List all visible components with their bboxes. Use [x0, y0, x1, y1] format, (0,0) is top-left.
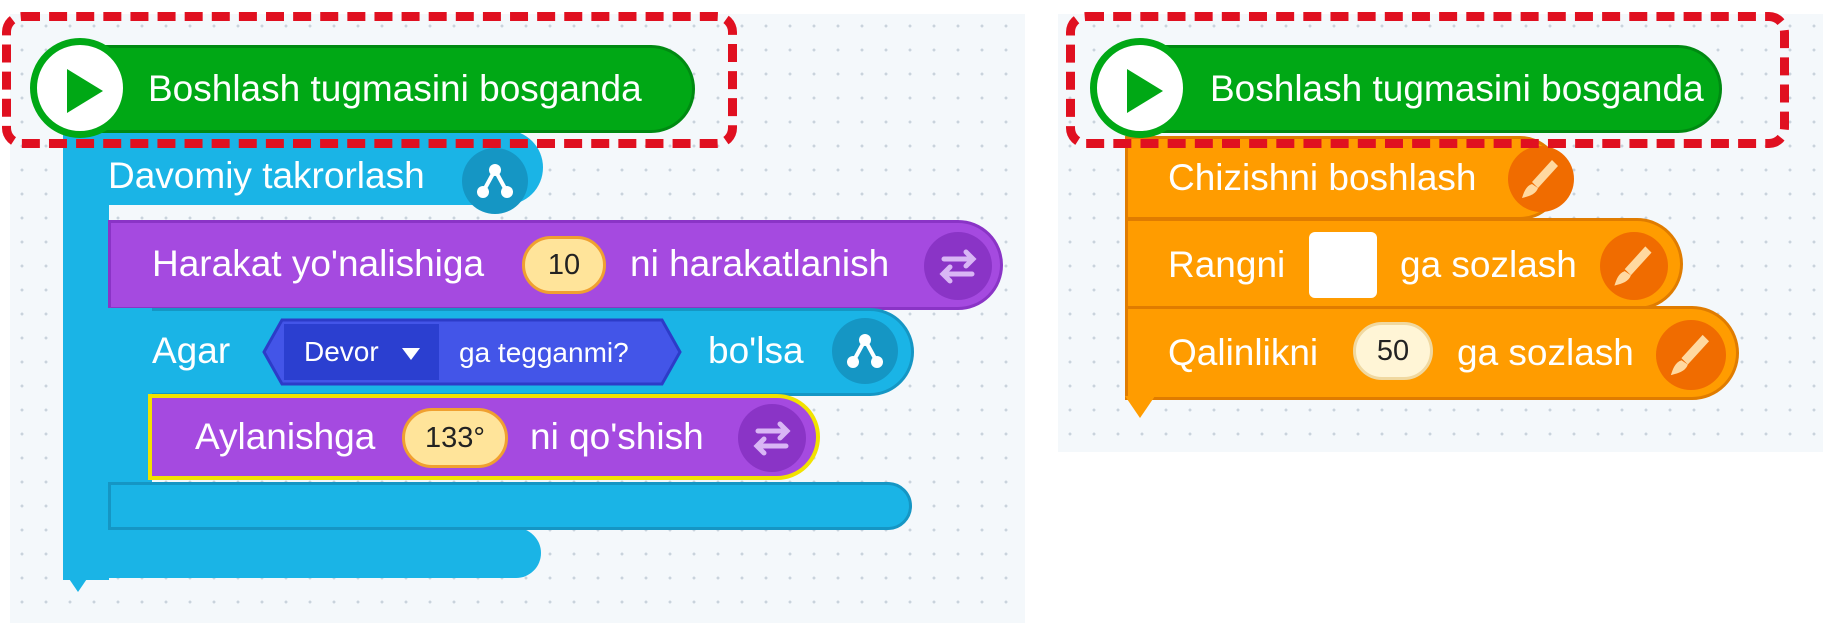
start-hat-label: Boshlash tugmasini bosganda: [1210, 68, 1704, 109]
move-label-suffix: ni harakatlanish: [630, 243, 890, 284]
color-swatch[interactable]: [1309, 232, 1377, 298]
if-foot: [108, 482, 912, 530]
sensor-label: ga tegganmi?: [459, 337, 629, 368]
swap-arrows-icon: [924, 232, 992, 300]
turn-angle-input[interactable]: 133°: [402, 408, 508, 468]
forever-label: Davomiy takrorlash: [108, 155, 425, 196]
start-circle: [30, 38, 130, 138]
highlight-box-left: [2, 12, 737, 148]
start-hat-label: Boshlash tugmasini bosganda: [148, 68, 642, 109]
forever-foot: [63, 528, 541, 578]
brush-icon: [1656, 320, 1726, 390]
swap-arrows-icon: [738, 404, 806, 472]
sensor-hex: [262, 318, 682, 386]
dropdown-arrow-icon: [402, 348, 420, 360]
brush-icon: [1508, 146, 1574, 212]
move-distance-input[interactable]: 10: [522, 236, 606, 294]
set-width-prefix: Qalinlikni: [1168, 332, 1319, 373]
turn-label-suffix: ni qo'shish: [530, 416, 704, 457]
move-label-prefix: Harakat yo'nalishiga: [152, 243, 485, 284]
forever-arm: [63, 130, 109, 580]
set-width-suffix: ga sozlash: [1457, 332, 1634, 373]
pen-down-label: Chizishni boshlash: [1168, 157, 1477, 198]
highlight-box-right: [1066, 12, 1789, 148]
pen-stack-notch: [1125, 396, 1155, 418]
set-color-prefix: Rangni: [1168, 244, 1286, 285]
set-color-suffix: ga sozlash: [1400, 244, 1577, 285]
set-color-block[interactable]: [1125, 218, 1683, 310]
if-label-prefix: Agar: [152, 330, 231, 371]
start-hat-block[interactable]: [40, 45, 695, 133]
turn-label-prefix: Aylanishga: [195, 416, 376, 457]
play-icon: [67, 69, 103, 113]
width-input[interactable]: 50: [1353, 322, 1433, 380]
if-label-suffix: bo'lsa: [708, 330, 804, 371]
forever-notch: [63, 570, 93, 592]
sensor-dropdown[interactable]: Devor: [284, 324, 439, 380]
play-icon: [1127, 69, 1163, 113]
flow-icon: [832, 318, 898, 384]
brush-icon: [1600, 232, 1668, 300]
start-circle: [1090, 38, 1190, 138]
flow-icon: [462, 148, 528, 214]
